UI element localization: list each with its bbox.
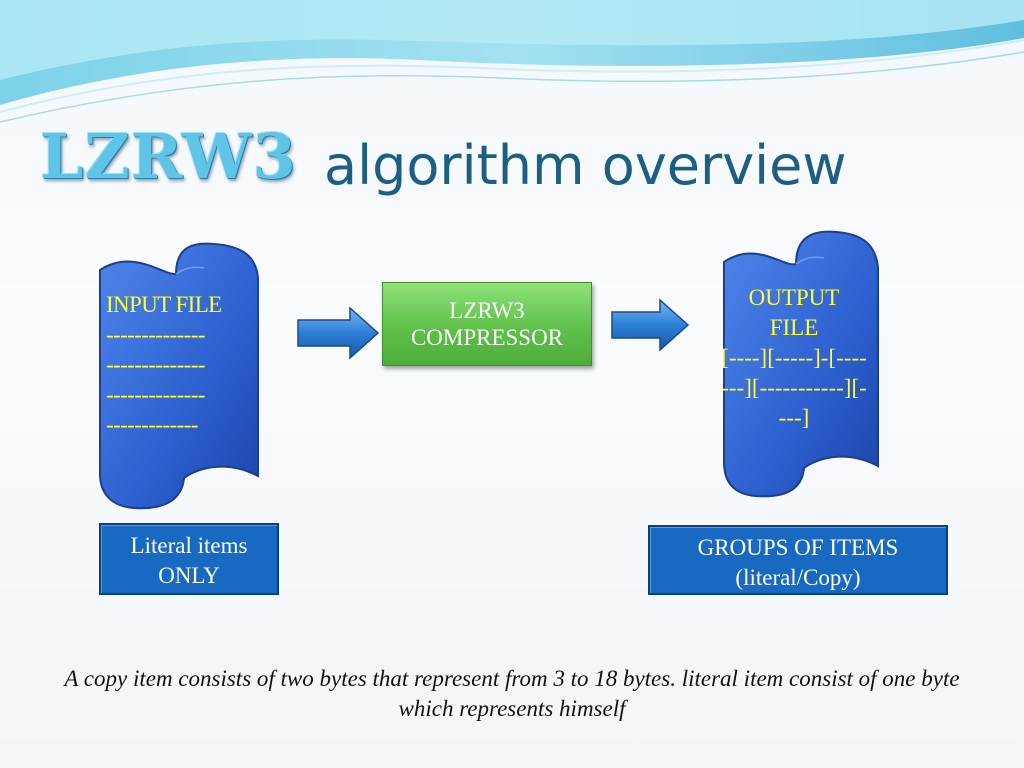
output-file-scroll: OUTPUT FILE [----][-----]-[-------][----… [718, 228, 882, 500]
input-file-line: ------------- [106, 412, 198, 437]
input-file-text: INPUT FILE -------------- --------------… [106, 290, 246, 440]
input-file-scroll: INPUT FILE -------------- --------------… [94, 238, 264, 512]
output-file-label: FILE [769, 315, 819, 340]
footnote: A copy item consists of two bytes that r… [64, 666, 960, 721]
right-arrow-icon [297, 306, 380, 360]
input-scroll-shape [99, 242, 259, 510]
input-caption-line1: Literal items [130, 533, 248, 558]
right-arrow-icon [611, 298, 690, 352]
output-file-text: OUTPUT FILE [----][-----]-[-------][----… [718, 283, 870, 433]
input-file-line: -------------- [106, 382, 205, 407]
slide-title: LZRW3 algorithm overview [40, 118, 940, 218]
output-caption-line1: GROUPS OF ITEMS [697, 535, 899, 560]
title-rest: algorithm overview [324, 134, 847, 197]
input-caption-box: Literal items ONLY [99, 523, 279, 595]
output-caption-box: GROUPS OF ITEMS (literal/Copy) [648, 525, 948, 595]
output-scroll-shape [723, 230, 879, 498]
input-caption-line2: ONLY [158, 563, 220, 588]
output-file-label: OUTPUT [748, 285, 840, 310]
compressor-line1: LZRW3 [449, 298, 525, 323]
compressor-box: LZRW3 COMPRESSOR [382, 282, 592, 366]
input-file-line: -------------- [106, 352, 205, 377]
input-file-label: INPUT FILE [106, 292, 222, 317]
title-emphasis: LZRW3 [40, 120, 297, 193]
output-file-contents: [----][-----]-[-------][-----------][---… [721, 345, 867, 430]
compressor-line2: COMPRESSOR [410, 325, 564, 350]
output-caption-line2: (literal/Copy) [735, 565, 861, 590]
input-file-line: -------------- [106, 322, 205, 347]
header-wave-decoration [0, 0, 1024, 123]
